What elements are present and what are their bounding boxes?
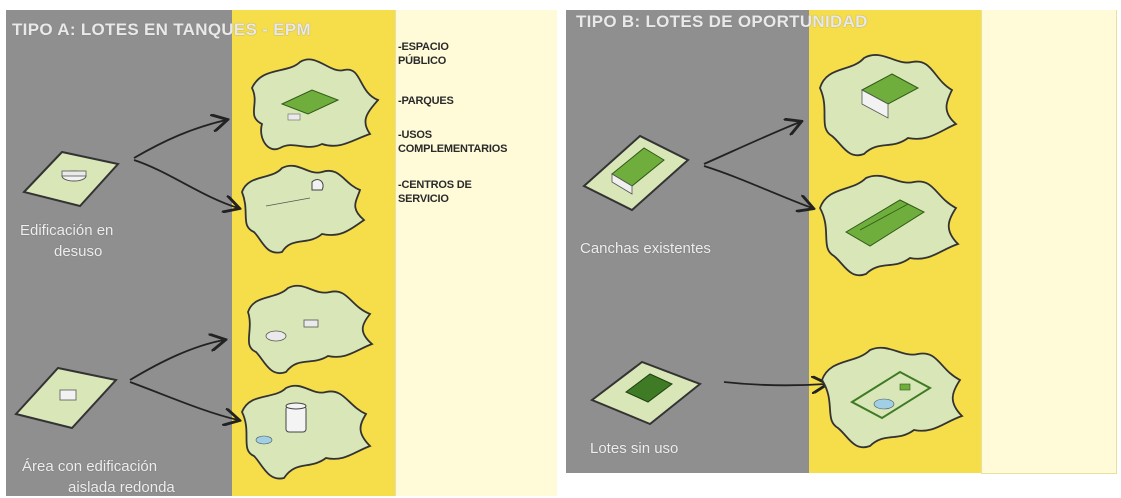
arrow-a1-bottom <box>133 159 238 208</box>
lot-proposal-a4 <box>241 384 372 480</box>
arrow-b1-top <box>703 122 800 165</box>
panel-b-title: TIPO B: LOTES DE OPORTUNIDAD <box>576 12 868 31</box>
label-disused-building-line2: desuso <box>54 243 103 260</box>
lot-proposal-a2 <box>241 164 366 254</box>
use-item-public-space: -ESPACIO PÚBLICO <box>398 41 449 67</box>
lot-proposal-b1 <box>819 54 958 157</box>
label-round-building-area-line1: Área con edificación <box>22 458 158 475</box>
use-item-parks: -PARQUES <box>398 95 454 107</box>
arrow-a2-bottom <box>129 381 238 420</box>
uses-list: -ESPACIO PÚBLICO -PARQUES -USOS COMPLEME… <box>398 40 550 206</box>
arrow-a2-top <box>129 340 224 381</box>
arrow-b2 <box>723 382 826 385</box>
lot-icon-existing-courts <box>582 134 690 212</box>
panel-b-empty-column <box>981 10 1117 474</box>
label-round-building-area-line2: aislada redonda <box>68 479 175 496</box>
label-round-building-area: Área con edificación aislada redonda <box>22 456 232 498</box>
lot-icon-unused-lot <box>590 360 702 426</box>
lot-proposal-a3 <box>247 284 374 375</box>
lot-icon-round-building-area <box>14 366 118 430</box>
use-item-complementary-uses: -USOS COMPLEMENTARIOS <box>398 129 508 155</box>
label-disused-building-line1: Edificación en <box>20 222 114 239</box>
lot-icon-disused-building <box>22 150 120 208</box>
label-disused-building: Edificación en desuso <box>20 220 220 262</box>
lot-proposal-b2 <box>819 174 960 277</box>
label-existing-courts: Canchas existentes <box>580 240 711 257</box>
label-unused-lot: Lotes sin uso <box>590 440 679 457</box>
lot-proposal-b3 <box>821 346 964 449</box>
panel-a-uses-column <box>395 10 557 496</box>
panel-a-title: TIPO A: LOTES EN TANQUES - EPM <box>12 20 311 39</box>
lot-proposal-a1 <box>251 58 380 151</box>
use-item-service-centers: -CENTROS DE SERVICIO <box>398 179 472 205</box>
arrow-b1-bottom <box>703 165 812 208</box>
arrow-a1-top <box>133 120 226 159</box>
